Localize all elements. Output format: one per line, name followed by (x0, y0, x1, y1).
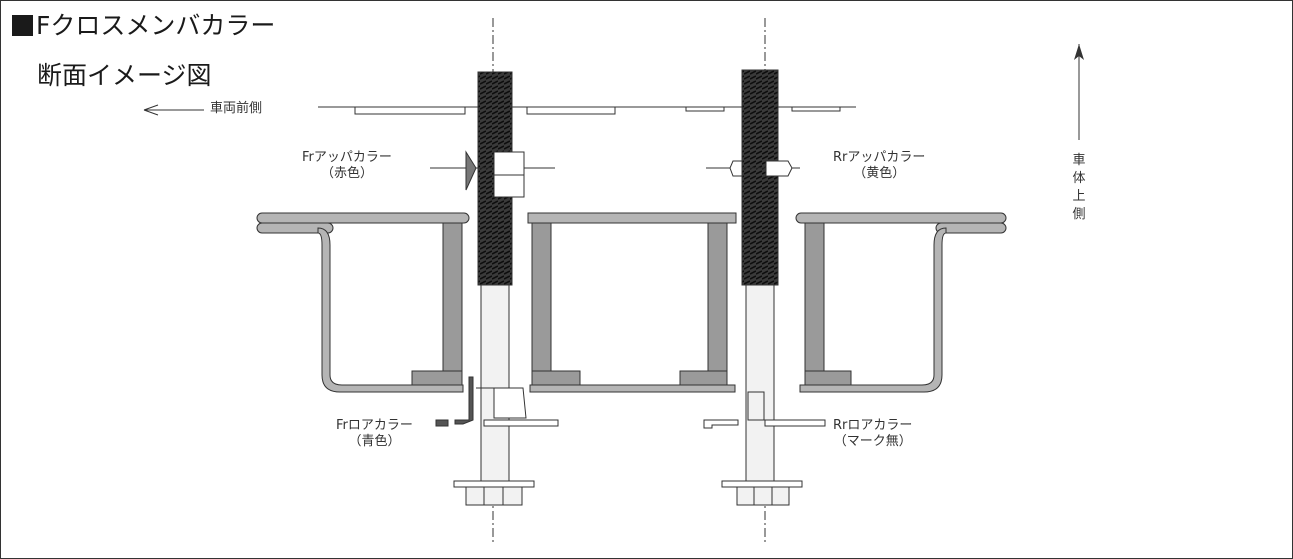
rear-bolt (721, 69, 803, 506)
rr-lower-collar (703, 391, 826, 429)
rr-upper-collar (706, 160, 800, 177)
fr-lower-collar-label: Frロアカラー （青色） (336, 418, 413, 450)
fr-upper-collar (430, 150, 555, 198)
rr-upper-collar-label: Rrアッパカラー （黄色） (833, 150, 926, 182)
front-direction-arrow (143, 104, 204, 116)
fr-upper-collar-label: Frアッパカラー （赤色） (302, 150, 392, 182)
up-direction-label: 車 体 上 側 (1072, 153, 1086, 222)
front-bolt (453, 71, 535, 506)
diagram-subtitle: 断面イメージ図 (37, 61, 212, 90)
bullet-square-icon (12, 15, 33, 36)
rr-lower-collar-label: Rrロアカラー （マーク無） (833, 418, 913, 450)
diagram-title: Fクロスメンバカラー (12, 12, 275, 40)
up-direction-arrow (1074, 44, 1084, 140)
title-text: Fクロスメンバカラー (36, 11, 276, 40)
front-direction-label: 車両前側 (210, 101, 263, 116)
cross-member-body (256, 212, 1007, 393)
fr-lower-collar (435, 376, 559, 427)
